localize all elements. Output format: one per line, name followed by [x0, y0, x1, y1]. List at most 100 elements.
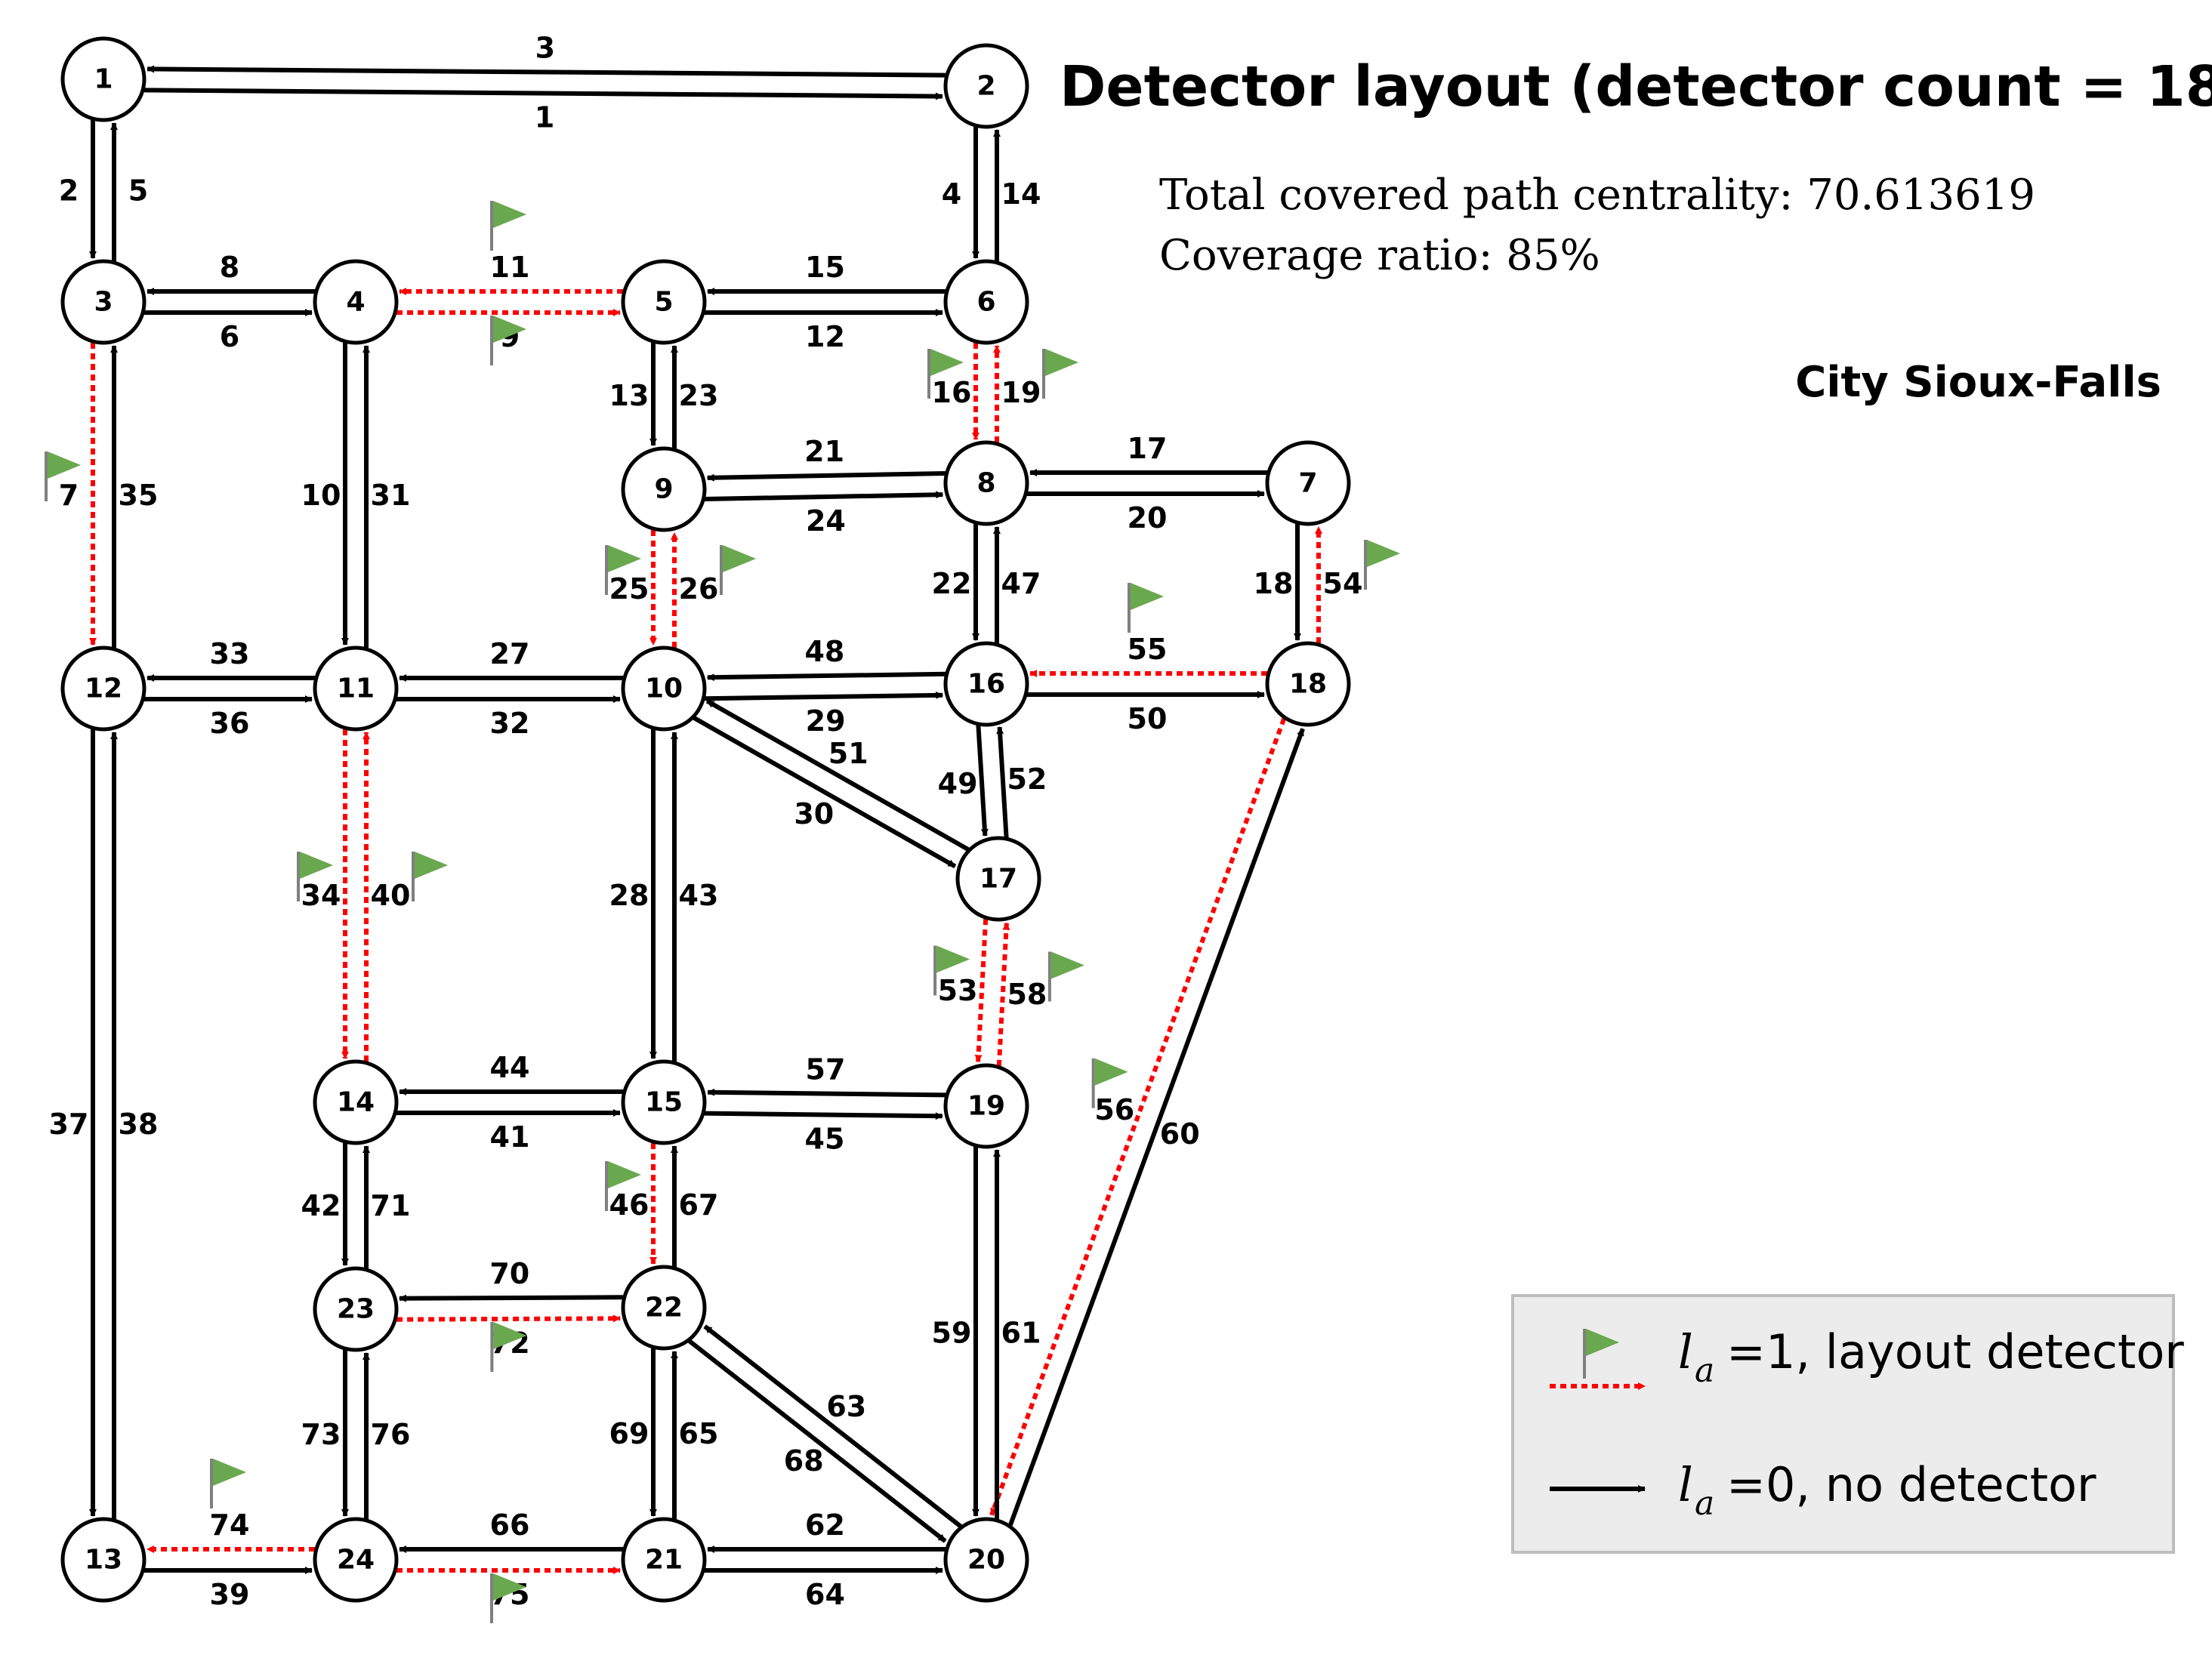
node-label-4: 4 — [346, 287, 365, 318]
flag-icon — [412, 852, 448, 901]
node-10: 10 — [621, 646, 707, 732]
link-52 — [996, 726, 1009, 838]
link-label-57: 57 — [806, 1053, 846, 1086]
flag-icon — [297, 852, 333, 901]
node-12: 12 — [60, 646, 147, 732]
link-label-21: 21 — [804, 435, 844, 468]
node-label-15: 15 — [645, 1087, 683, 1118]
legend: l a =1, layout detector l a =0, no detec… — [1511, 1294, 2184, 1554]
link-label-14: 14 — [1001, 177, 1041, 211]
flag-icon — [490, 1321, 527, 1372]
node-label-12: 12 — [85, 673, 122, 704]
node-11: 11 — [313, 646, 399, 732]
node-18: 18 — [1265, 641, 1351, 727]
link-label-49: 49 — [938, 767, 978, 800]
flags-layer — [45, 201, 1400, 1623]
flag-icon — [605, 1161, 641, 1211]
link-57 — [707, 1088, 946, 1098]
link-label-20: 20 — [1128, 501, 1168, 535]
link-label-62: 62 — [805, 1508, 845, 1542]
link-labels-layer: 1234567891011121314151617181920212223242… — [49, 32, 1363, 1612]
link-label-48: 48 — [804, 635, 844, 668]
link-label-3: 3 — [535, 32, 555, 65]
link-label-26: 26 — [679, 572, 719, 606]
link-label-2: 2 — [59, 174, 79, 208]
node-4: 4 — [313, 259, 399, 345]
link-label-66: 66 — [490, 1508, 530, 1542]
link-49 — [976, 725, 989, 837]
link-label-40: 40 — [371, 879, 411, 912]
node-14: 14 — [313, 1059, 399, 1145]
link-label-37: 37 — [49, 1108, 89, 1141]
link-label-71: 71 — [371, 1189, 411, 1222]
link-label-41: 41 — [490, 1120, 530, 1154]
link-70 — [398, 1294, 623, 1302]
legend-detector-symbol: l — [1678, 1324, 1693, 1379]
link-label-28: 28 — [609, 879, 649, 912]
link-label-30: 30 — [794, 797, 834, 830]
link-51 — [705, 698, 970, 852]
link-label-45: 45 — [805, 1123, 845, 1156]
node-2: 2 — [943, 43, 1029, 129]
flag-icon — [1364, 540, 1400, 590]
flag-icon — [210, 1459, 246, 1508]
node-21: 21 — [621, 1517, 707, 1603]
link-56 — [989, 717, 1287, 1516]
node-7: 7 — [1265, 440, 1351, 526]
flag-icon — [490, 316, 526, 365]
node-label-21: 21 — [645, 1545, 683, 1576]
link-label-8: 8 — [220, 251, 239, 284]
link-label-52: 52 — [1007, 763, 1047, 796]
node-3: 3 — [60, 259, 147, 345]
link-label-59: 59 — [932, 1317, 972, 1350]
link-label-69: 69 — [609, 1417, 649, 1450]
flag-icon — [1128, 583, 1164, 633]
link-label-47: 47 — [1001, 567, 1041, 600]
links-layer — [89, 65, 1322, 1574]
flag-icon — [1583, 1329, 1619, 1379]
node-15: 15 — [621, 1059, 707, 1145]
flag-icon — [720, 545, 756, 595]
link-label-35: 35 — [119, 479, 159, 512]
link-label-10: 10 — [301, 479, 341, 512]
node-16: 16 — [943, 641, 1029, 727]
link-label-54: 54 — [1323, 567, 1363, 600]
node-9: 9 — [621, 446, 707, 532]
link-29 — [705, 691, 944, 701]
link-label-6: 6 — [220, 320, 239, 353]
node-8: 8 — [943, 440, 1029, 526]
link-label-56: 56 — [1094, 1093, 1134, 1126]
node-label-8: 8 — [976, 468, 995, 499]
flag-icon — [490, 201, 526, 251]
link-45 — [704, 1111, 943, 1120]
coverage-text: Coverage ratio: 85% — [1159, 231, 1600, 280]
link-label-36: 36 — [210, 707, 250, 740]
link-label-7: 7 — [59, 479, 79, 512]
link-63 — [703, 1324, 962, 1529]
legend-normal-text: =0, no detector — [1726, 1457, 2096, 1512]
link-label-22: 22 — [932, 567, 972, 600]
node-label-6: 6 — [976, 287, 995, 318]
link-label-5: 5 — [128, 174, 148, 208]
link-1 — [143, 88, 943, 100]
link-label-24: 24 — [806, 504, 846, 538]
link-60 — [1007, 728, 1305, 1527]
node-20: 20 — [943, 1517, 1029, 1603]
link-label-61: 61 — [1001, 1317, 1041, 1350]
link-label-51: 51 — [828, 737, 868, 770]
link-label-58: 58 — [1007, 978, 1047, 1011]
link-48 — [706, 671, 946, 682]
link-label-32: 32 — [490, 707, 530, 740]
link-53 — [974, 919, 989, 1063]
link-label-16: 16 — [932, 376, 972, 409]
node-label-10: 10 — [645, 673, 683, 704]
legend-normal-sub: a — [1695, 1484, 1714, 1523]
node-13: 13 — [60, 1517, 147, 1603]
link-21 — [706, 471, 946, 482]
link-label-34: 34 — [301, 879, 341, 912]
node-1: 1 — [60, 36, 147, 122]
link-label-74: 74 — [210, 1508, 250, 1542]
node-label-20: 20 — [967, 1545, 1005, 1576]
link-label-23: 23 — [679, 379, 719, 412]
